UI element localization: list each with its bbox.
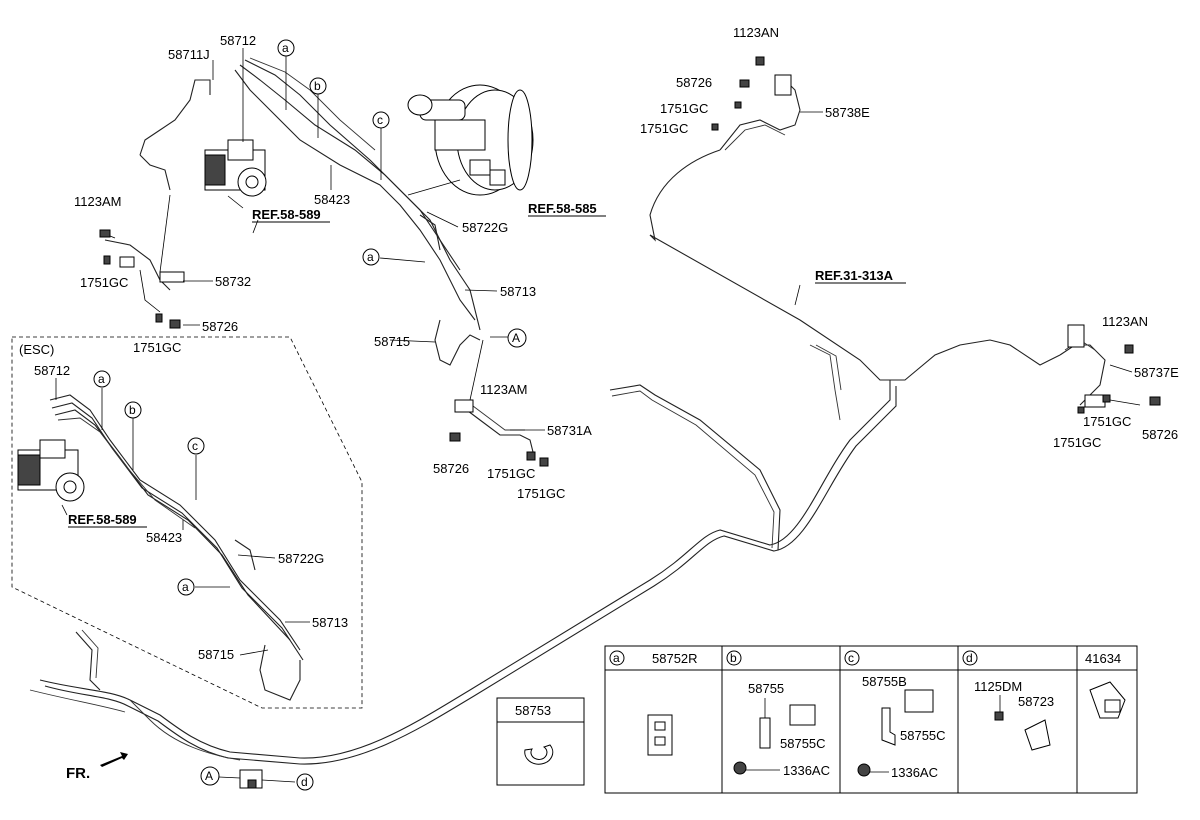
label-58713: 58713 (500, 284, 536, 299)
label-58726: 58726 (676, 75, 712, 90)
callout-b: b (129, 403, 136, 417)
label-1123AM: 1123AM (74, 194, 121, 209)
label-58753: 58753 (515, 703, 551, 718)
right-hose (1059, 324, 1161, 414)
label-58722G: 58722G (278, 551, 324, 566)
callout-a: a (282, 41, 289, 55)
label-esc: (ESC) (19, 342, 54, 357)
ref-58-589: REF.58-589 (252, 207, 321, 222)
front-fitting (218, 769, 296, 789)
label-1751GC: 1751GC (487, 466, 535, 481)
label-58726: 58726 (433, 461, 469, 476)
callout-d: d (966, 651, 973, 665)
label-1751GC: 1751GC (1083, 414, 1131, 429)
parts-table: 58753 a 58752R b c d 41634 58755 58755C … (496, 645, 1138, 794)
callout-b: b (730, 651, 737, 665)
label-58713: 58713 (312, 615, 348, 630)
esc-variant-box (11, 336, 363, 709)
label-58726: 58726 (202, 319, 238, 334)
label-1751GC: 1751GC (1053, 435, 1101, 450)
callout-A: A (205, 769, 213, 783)
label-1751GC: 1751GC (133, 340, 181, 355)
label-58732: 58732 (215, 274, 251, 289)
label-58715: 58715 (198, 647, 234, 662)
label-58726: 58726 (1142, 427, 1178, 442)
callouts: a b c a A a b c a A d (93, 39, 527, 791)
label-58738E: 58738E (825, 105, 870, 120)
top-right-hose (711, 56, 801, 151)
label-58755C: 58755C (780, 736, 826, 751)
label-58731A: 58731A (547, 423, 592, 438)
leader-lines (55, 48, 1133, 656)
part-labels: 58711J 58712 58423 REF.58-589 REF.58-585… (19, 25, 1179, 782)
label-58755C: 58755C (900, 728, 946, 743)
label-1751GC: 1751GC (517, 486, 565, 501)
callout-d: d (301, 775, 308, 789)
front-arrow-icon (100, 752, 128, 767)
callout-b: b (314, 79, 321, 93)
label-58711J: 58711J (168, 47, 210, 62)
label-1751GC: 1751GC (660, 101, 708, 116)
callout-c: c (848, 651, 854, 665)
label-41634: 41634 (1085, 651, 1121, 666)
label-58423: 58423 (314, 192, 350, 207)
label-58712: 58712 (34, 363, 70, 378)
label-1751GC: 1751GC (80, 275, 128, 290)
label-1123AM: 1123AM (480, 382, 527, 397)
label-58755: 58755 (748, 681, 784, 696)
ref-31-313a: REF.31-313A (815, 268, 894, 283)
main-brake-pipes (29, 149, 1061, 765)
label-58755B: 58755B (862, 674, 907, 689)
callout-c: c (377, 113, 383, 127)
label-1125DM: 1125DM (974, 679, 1022, 694)
top-left-assembly (99, 57, 481, 366)
label-58715: 58715 (374, 334, 410, 349)
ref-58-589-esc: REF.58-589 (68, 512, 137, 527)
label-1336AC: 1336AC (891, 765, 938, 780)
callout-c: c (192, 439, 198, 453)
callout-a: a (367, 250, 374, 264)
callout-a: a (182, 580, 189, 594)
callout-a: a (98, 372, 105, 386)
label-1751GC: 1751GC (640, 121, 688, 136)
label-1123AN: 1123AN (733, 25, 779, 40)
label-58722G: 58722G (462, 220, 508, 235)
label-1336AC: 1336AC (783, 763, 830, 778)
label-58752R: 58752R (652, 651, 698, 666)
label-1123AN: 1123AN (1102, 314, 1148, 329)
label-58712: 58712 (220, 33, 256, 48)
front-label: FR. (66, 765, 90, 782)
brake-booster (407, 84, 534, 196)
callout-A: A (512, 331, 520, 345)
callout-a: a (613, 651, 620, 665)
label-58423: 58423 (146, 530, 182, 545)
mid-hose-assembly (449, 339, 549, 467)
label-58723: 58723 (1018, 694, 1054, 709)
label-58737E: 58737E (1134, 365, 1179, 380)
ref-58-585: REF.58-585 (528, 201, 597, 216)
